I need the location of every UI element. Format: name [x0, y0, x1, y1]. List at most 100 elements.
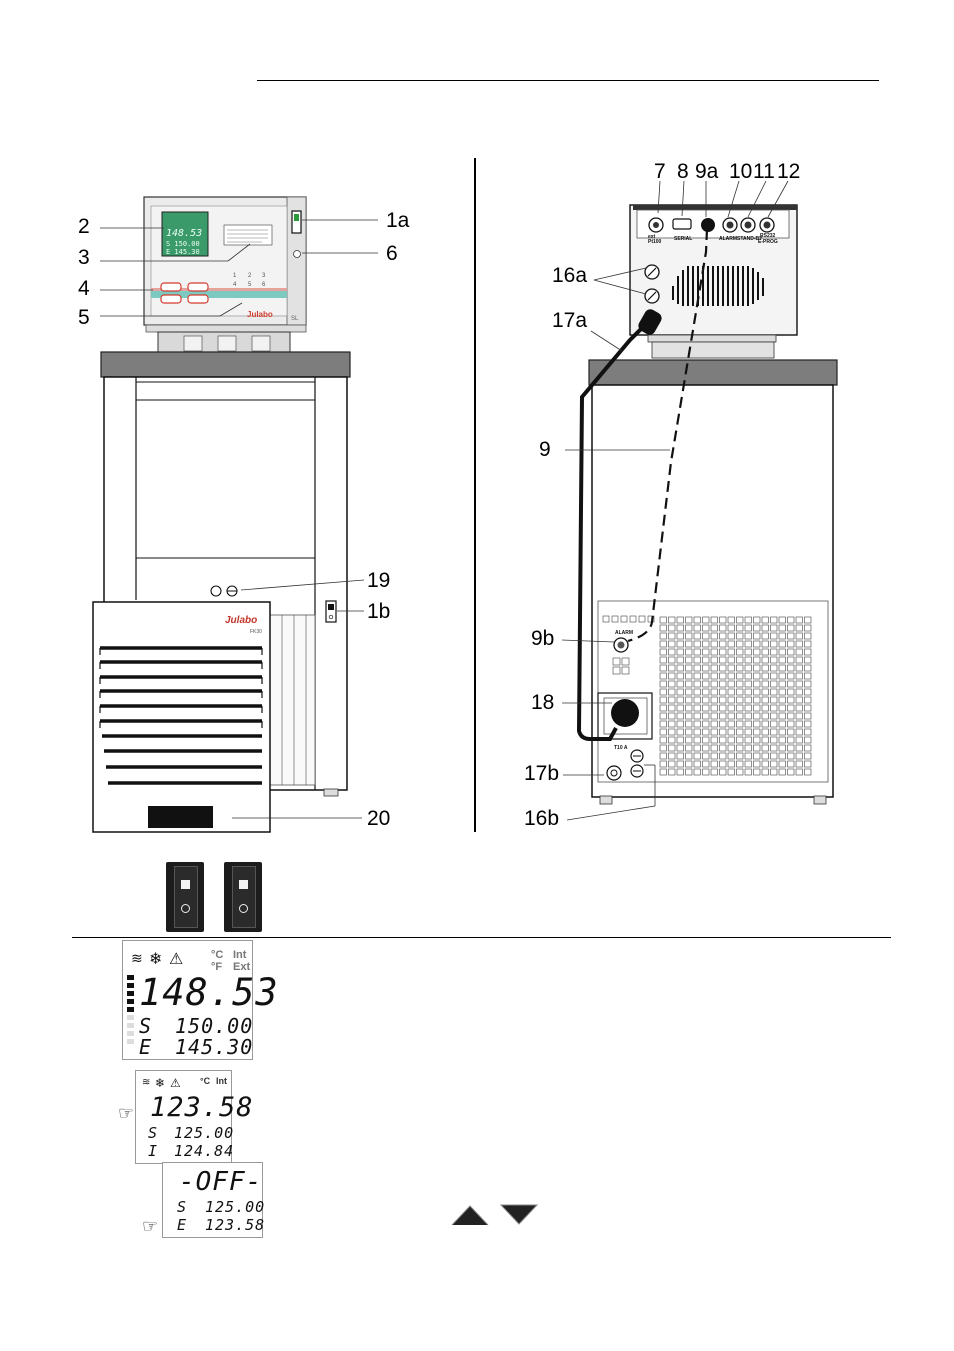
vent-cell [795, 704, 803, 712]
lcd-set-value: 150.00 [175, 1014, 254, 1038]
vent-cell [710, 720, 718, 728]
vent-cell [770, 632, 778, 640]
vent-cell [719, 728, 727, 736]
vent-cell [795, 768, 803, 776]
vent-cell [702, 744, 710, 752]
vent-cell [702, 704, 710, 712]
svg-text:148.53: 148.53 [166, 228, 202, 239]
switch-off-mark [181, 904, 190, 913]
vent-cell [753, 640, 761, 648]
vent-cell [719, 720, 727, 728]
vent-cell [804, 768, 812, 776]
vent-cell [753, 712, 761, 720]
vent-cell [676, 680, 684, 688]
vent-cell [736, 696, 744, 704]
header-rule [257, 80, 879, 81]
cooling-icon: ❄ [149, 949, 163, 968]
vent-cell [685, 672, 693, 680]
callout-9a: 9a [695, 160, 719, 183]
vent-cell [727, 744, 735, 752]
vent-cell [804, 712, 812, 720]
vent-cell [710, 648, 718, 656]
vent-cell [727, 728, 735, 736]
mode-int: Int [216, 1076, 227, 1086]
vent-cell [719, 672, 727, 680]
vent-cell [676, 768, 684, 776]
vent-cell [761, 632, 769, 640]
vent-cell [795, 680, 803, 688]
vent-cell [795, 632, 803, 640]
vent-cell [804, 696, 812, 704]
vent-cell [787, 768, 795, 776]
arrow-down-key[interactable] [498, 1203, 540, 1227]
vent-cell [804, 752, 812, 760]
vent-cell [761, 760, 769, 768]
vent-cell [761, 640, 769, 648]
vent-cell [668, 680, 676, 688]
vent-cell [719, 680, 727, 688]
callout-10: 10 [729, 160, 753, 183]
switch-illustration-1 [166, 862, 204, 932]
vent-cell [744, 616, 752, 624]
vent-cell [693, 736, 701, 744]
vent-cell [778, 696, 786, 704]
callout-3: 3 [78, 246, 90, 269]
fuse-label: T10 A [614, 745, 628, 751]
vent-cell [770, 768, 778, 776]
vent-cell [668, 736, 676, 744]
connector-label-standby: STAND-BY [737, 236, 763, 242]
vent-cell [685, 768, 693, 776]
vent-cell [702, 648, 710, 656]
vent-cell [770, 624, 778, 632]
lcd-display-int: ≋ ❄ ⚠ °C Int 123.58 S 125.00 I 124.84 [135, 1070, 253, 1164]
unit-fahrenheit: °F [211, 961, 223, 973]
vent-cell [693, 640, 701, 648]
vent-cell [719, 696, 727, 704]
vent-cell [736, 688, 744, 696]
vent-cell [736, 752, 744, 760]
vent-cell [744, 688, 752, 696]
vent-cell [727, 672, 735, 680]
vent-cell [727, 752, 735, 760]
callout-7: 7 [654, 160, 666, 183]
connector-label-serial: SERIAL [674, 236, 693, 242]
vent-cell [770, 696, 778, 704]
vent-cell [787, 720, 795, 728]
callout-8: 8 [677, 160, 689, 183]
vent-cell [795, 664, 803, 672]
vent-cell [778, 656, 786, 664]
vent-cell [676, 712, 684, 720]
vent-cell [685, 696, 693, 704]
switch-off-mark [239, 904, 248, 913]
vent-cell [727, 736, 735, 744]
brand-logo-head: Julabo [247, 310, 273, 319]
vent-cell [778, 664, 786, 672]
vent-cell [804, 632, 812, 640]
vent-cell [744, 752, 752, 760]
vent-cell [795, 656, 803, 664]
vent-cell [676, 760, 684, 768]
vent-cell [693, 680, 701, 688]
callout-18: 18 [531, 691, 555, 714]
lcd-set-prefix: S [177, 1198, 188, 1216]
lcd-set-prefix: S [139, 1014, 153, 1038]
vent-cell [770, 616, 778, 624]
vent-cell [702, 768, 710, 776]
callout-6: 6 [386, 242, 398, 265]
vent-cell [668, 696, 676, 704]
vent-cell [719, 632, 727, 640]
arrow-up-key[interactable] [449, 1203, 491, 1227]
vent-cell [778, 632, 786, 640]
vent-cell [685, 680, 693, 688]
callout-9b: 9b [531, 627, 555, 650]
vent-cell [770, 744, 778, 752]
vent-cell [753, 736, 761, 744]
vent-cell [668, 768, 676, 776]
vent-cell [736, 720, 744, 728]
callout-5: 5 [78, 306, 90, 329]
vent-cell [727, 632, 735, 640]
svg-text:1: 1 [233, 273, 237, 279]
vent-cell [693, 760, 701, 768]
lcd-display-full: ≋ ❄ ⚠ °C °F Int Ext 148.53 S 150.00 E 14… [122, 940, 278, 1060]
warning-icon: ⚠ [169, 949, 184, 968]
